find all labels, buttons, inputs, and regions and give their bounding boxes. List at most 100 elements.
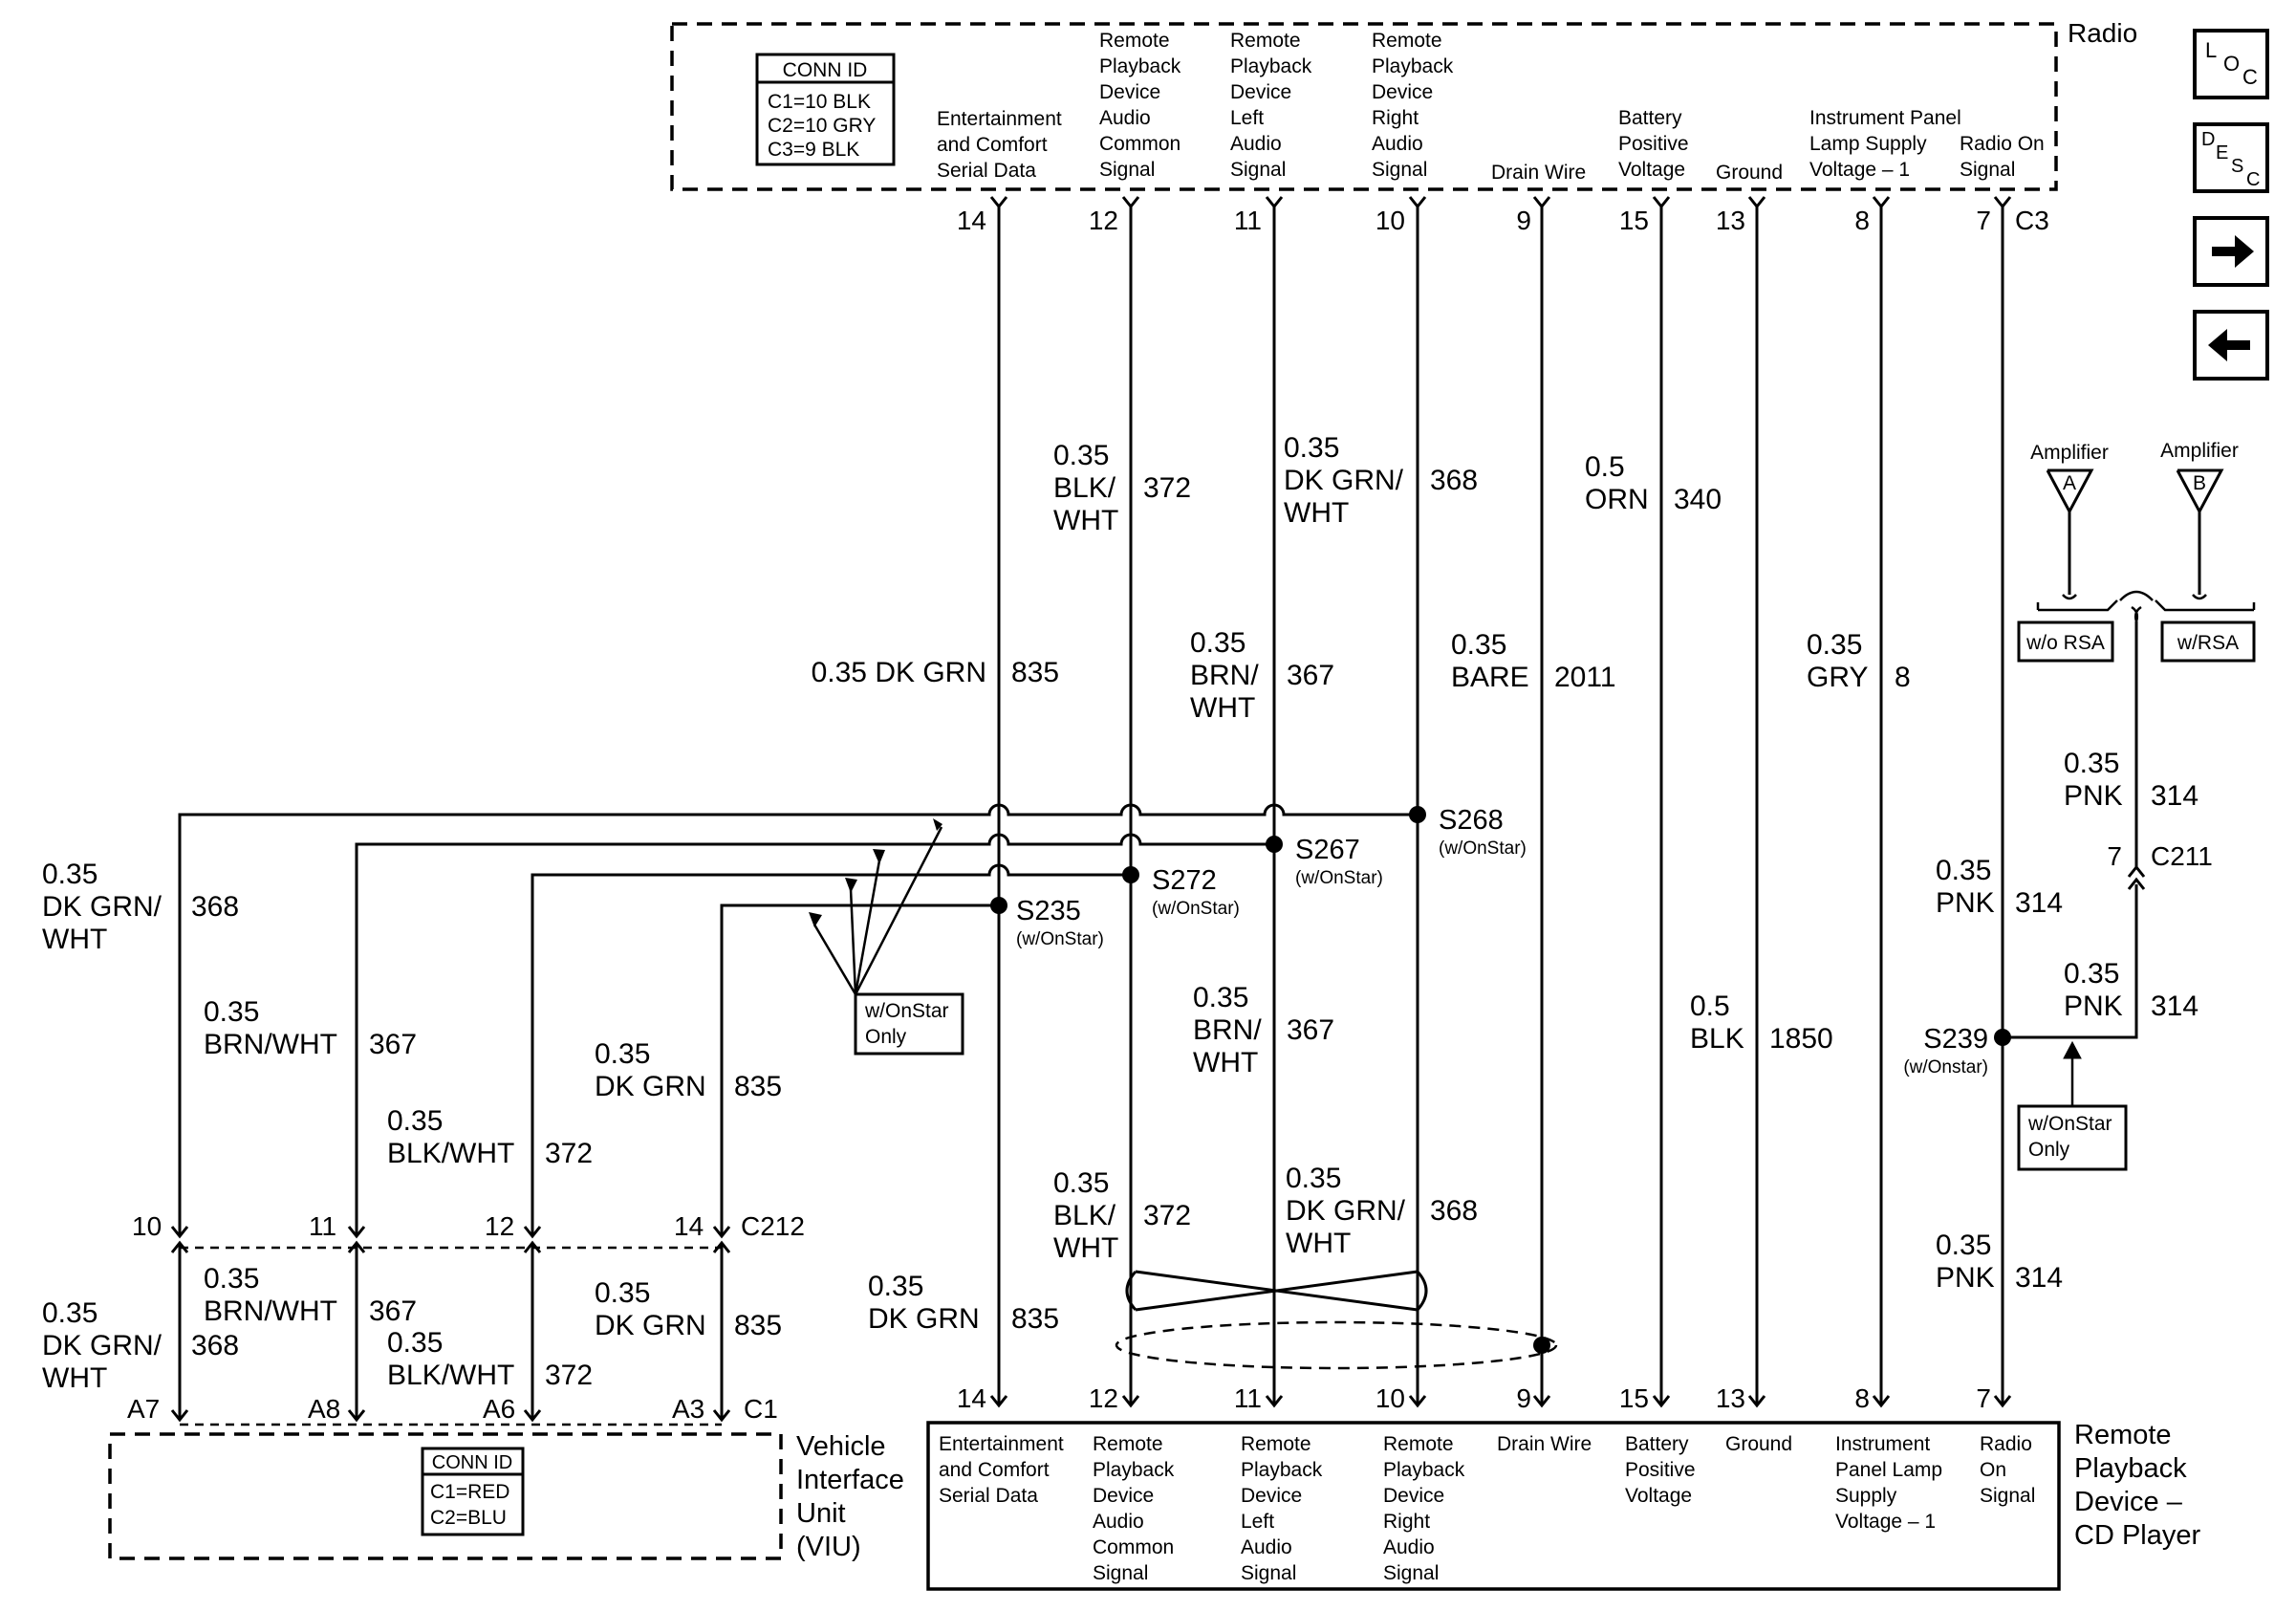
wire-size: 0.35 [1451, 629, 1506, 661]
c211-connector-label: C211 [2151, 841, 2213, 871]
splice-s235-dot [990, 897, 1007, 914]
wire-circuit: 367 [1287, 1014, 1334, 1046]
cd-player-box [926, 1421, 2061, 1591]
loc-button[interactable]: L O C [2193, 29, 2269, 99]
wire-color: DK GRN/ [1284, 465, 1404, 496]
radio-pin10-label: Signal [1372, 159, 1427, 181]
cd-pin9-label: Drain Wire [1497, 1433, 1592, 1455]
wire-circuit: 314 [2151, 780, 2199, 812]
wire-size: 0.35 [387, 1105, 443, 1137]
wire-circuit: 314 [2151, 991, 2199, 1022]
radio-pin13-label: Ground [1716, 162, 1783, 184]
wire-size: 0.35 [1053, 440, 1109, 471]
wire-circuit: 367 [369, 1295, 417, 1327]
wire-color: WHT [1190, 692, 1255, 724]
cd-player-title: Remote [2074, 1420, 2172, 1450]
splice-s239-dot [1994, 1029, 2011, 1046]
wire-circuit: 368 [1430, 465, 1478, 496]
radio-connector-label: C3 [2015, 206, 2049, 235]
cd-pin10-label: Right [1383, 1511, 1430, 1533]
wire-circuit: 8 [1895, 662, 1911, 693]
wire-circuit: 367 [1287, 660, 1334, 691]
cd-pin12-label: Common [1093, 1536, 1174, 1558]
cd-pin-number: 14 [957, 1383, 986, 1413]
wire-circuit: 368 [191, 1330, 239, 1361]
back-button[interactable] [2193, 310, 2269, 381]
forward-button[interactable] [2193, 216, 2269, 287]
wire-size: 0.35 [1807, 629, 1862, 661]
radio-pin10-label: Device [1372, 81, 1433, 103]
wire-size: 0.35 [42, 859, 97, 890]
cd-pin-number: 11 [1234, 1383, 1262, 1413]
radio-pin9-label: Drain Wire [1491, 162, 1586, 184]
desc-button[interactable]: D E S C [2193, 122, 2269, 193]
wire-color: BRN/ [1190, 660, 1259, 691]
cd-pin-number: 7 [1976, 1383, 1991, 1413]
wire-size: 0.35 [1284, 432, 1339, 464]
radio-pin-number: 15 [1619, 206, 1649, 235]
wire-size-color: 0.35 DK GRN [812, 657, 986, 688]
radio-pin12-label: Common [1099, 133, 1180, 155]
splice-label: S268 [1439, 805, 1504, 836]
wire-color: WHT [1053, 505, 1118, 536]
cd-pin15-label: Battery [1625, 1433, 1689, 1455]
radio-pin-number: 11 [1234, 206, 1262, 235]
radio-pin-number: 12 [1089, 206, 1118, 235]
cd-pin8-label: Panel Lamp [1835, 1459, 1942, 1481]
radio-pin14-label: Serial Data [937, 160, 1036, 182]
radio-pin11-label: Remote [1230, 30, 1301, 52]
loc-button-letter: L [2205, 38, 2217, 62]
amplifier-a-symbol [2046, 468, 2094, 515]
cd-pin10-label: Audio [1383, 1536, 1435, 1558]
radio-pin-number: 13 [1716, 206, 1745, 235]
cd-pin11-label: Playback [1241, 1459, 1323, 1481]
radio-pin-number: 10 [1375, 206, 1405, 235]
wire-circuit: 314 [2015, 887, 2063, 919]
cd-pin14-label: Entertainment [939, 1433, 1064, 1455]
radio-pin-number: 9 [1516, 206, 1531, 235]
wire-color: DK GRN/ [42, 891, 162, 923]
radio-title: Radio [2068, 18, 2137, 48]
radio-pin12-label: Signal [1099, 159, 1155, 181]
wire-circuit: 372 [545, 1360, 593, 1391]
radio-pin10-label: Playback [1372, 55, 1454, 77]
wire-color: BLK [1690, 1023, 1744, 1055]
wire-color: DK GRN [868, 1303, 980, 1335]
wire-color: DK GRN [595, 1310, 706, 1341]
cd-pin15-label: Positive [1625, 1459, 1696, 1481]
splice-note: (w/OnStar) [1016, 929, 1104, 949]
splice-note: (w/OnStar) [1439, 838, 1527, 859]
viu-title: Vehicle [796, 1431, 886, 1462]
amplifier-a-letter: A [2063, 472, 2076, 494]
cd-pin7-label: Radio [1980, 1433, 2032, 1455]
wire-size: 0.35 [1936, 855, 1991, 886]
wire-circuit: 2011 [1554, 662, 1616, 693]
radio-pin10-label: Remote [1372, 30, 1442, 52]
wire-size: 0.35 [387, 1327, 443, 1359]
wo-rsa-label: w/o RSA [2025, 632, 2105, 654]
radio-pin8-label: Lamp Supply [1809, 133, 1927, 155]
cd-pin7-label: Signal [1980, 1485, 2035, 1507]
viu-conn-id-line: C1=RED [430, 1481, 509, 1503]
cd-pin8-label: Voltage – 1 [1835, 1511, 1936, 1533]
wire-circuit: 340 [1674, 484, 1722, 515]
cd-pin12-label: Remote [1093, 1433, 1163, 1455]
wo-rsa-box [2017, 620, 2114, 663]
cd-pin12-label: Playback [1093, 1459, 1175, 1481]
wire-color: ORN [1585, 484, 1649, 515]
wire-color: PNK [2064, 991, 2123, 1022]
onstar-only-note: Only [865, 1026, 907, 1048]
wire-color: BRN/WHT [204, 1029, 337, 1060]
cd-pin11-label: Audio [1241, 1536, 1292, 1558]
wire-color: DK GRN [595, 1071, 706, 1102]
wire-circuit: 835 [734, 1310, 782, 1341]
radio-pin10-label: Right [1372, 107, 1419, 129]
loc-button-letter: O [2223, 52, 2240, 76]
viu-conn-id-title: CONN ID [432, 1452, 512, 1473]
splice-label: S272 [1152, 865, 1217, 896]
wire-size: 0.35 [1190, 627, 1245, 659]
cd-pin-number: 8 [1854, 1383, 1870, 1413]
cd-pin-number: 13 [1716, 1383, 1745, 1413]
radio-pin8-label: Voltage – 1 [1809, 159, 1910, 181]
cd-pin10-label: Playback [1383, 1459, 1465, 1481]
